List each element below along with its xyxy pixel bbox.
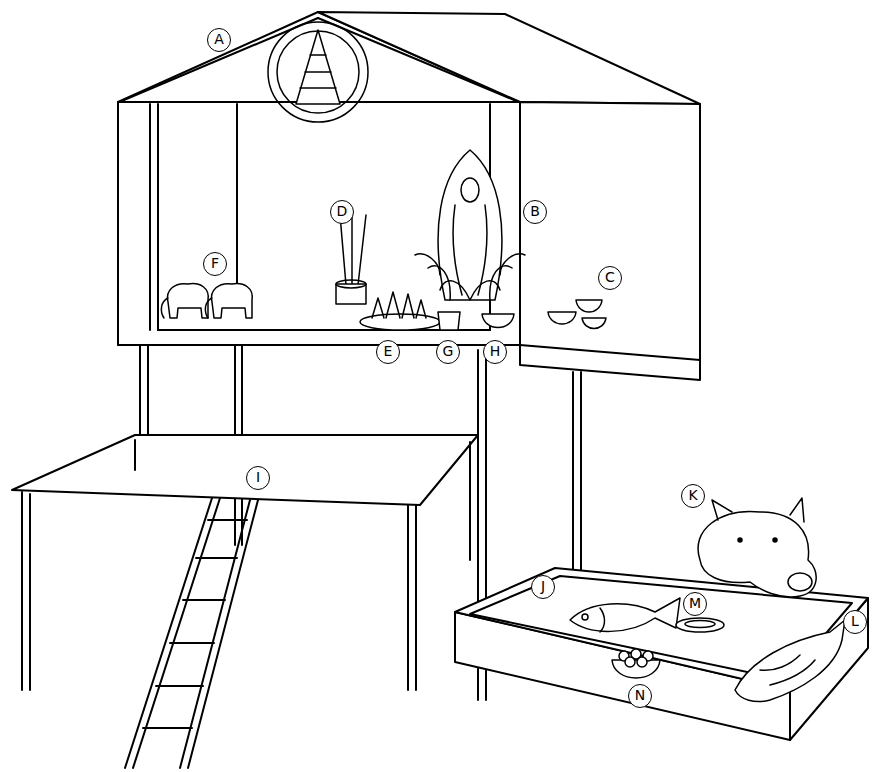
pig-head (698, 498, 816, 597)
callout-letter: K (681, 484, 705, 508)
callout-letter: A (207, 28, 231, 52)
offering-plate (360, 292, 440, 330)
roof (118, 12, 700, 104)
callout-letter: N (628, 684, 652, 708)
ladder (125, 498, 258, 768)
callout-letter: J (531, 575, 555, 599)
rice-bowl (612, 649, 660, 678)
callout-letter: H (483, 340, 507, 364)
callout-letter: D (330, 200, 354, 224)
lower-table (12, 435, 478, 690)
callout-letter: L (843, 610, 867, 634)
cups-bowls (438, 300, 606, 330)
chicken (735, 620, 845, 702)
callout-letter: B (523, 200, 547, 224)
callout-letter: F (203, 252, 227, 276)
callout-letter: C (598, 266, 622, 290)
buddha-statue (415, 150, 525, 300)
incense-sticks (336, 212, 366, 304)
fish (570, 598, 680, 632)
sauce-bowl (676, 618, 724, 632)
callout-letter: E (376, 340, 400, 364)
house-body (118, 102, 700, 380)
wreath (268, 22, 368, 122)
elephant-figures (161, 284, 252, 318)
callout-letter: G (436, 340, 460, 364)
callout-letter: M (683, 592, 707, 616)
callout-letter: I (246, 466, 270, 490)
